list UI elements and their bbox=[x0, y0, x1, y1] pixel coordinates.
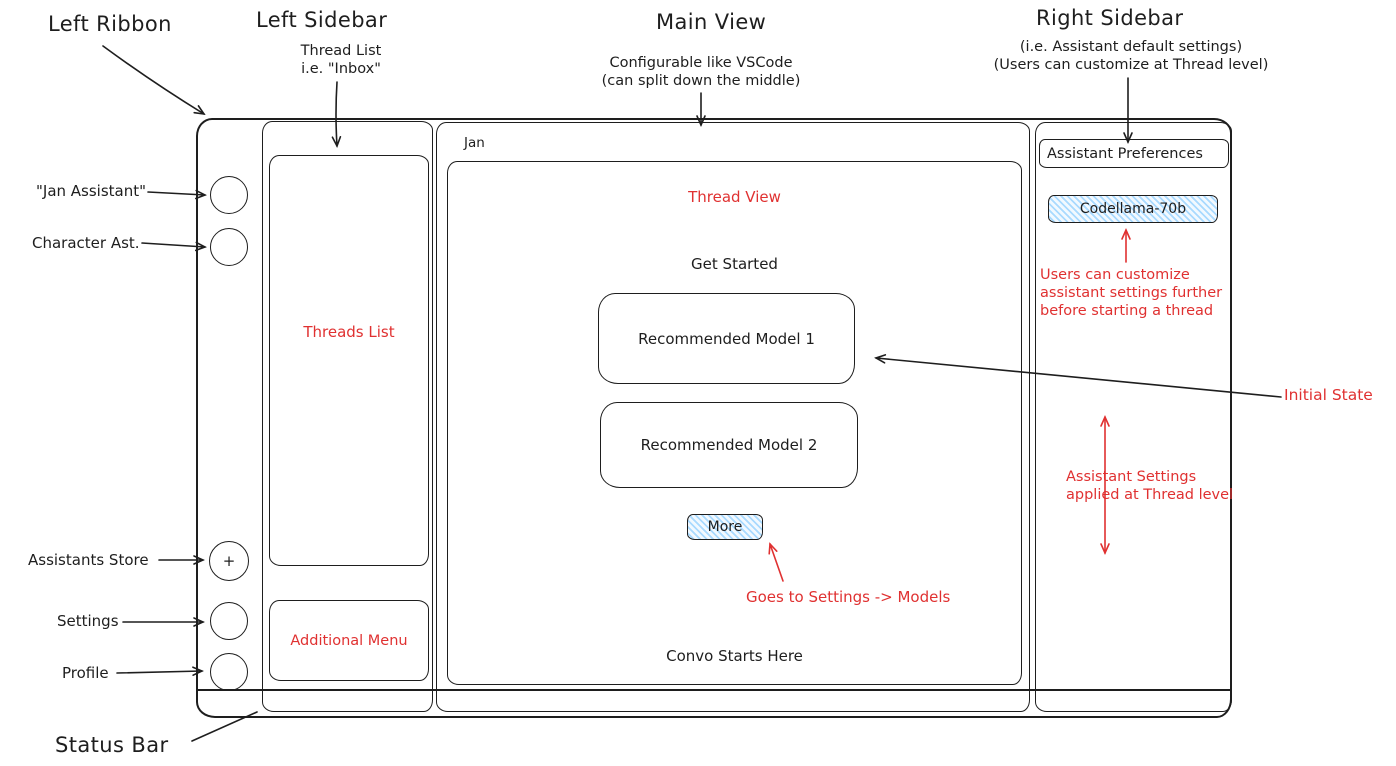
annotation-customize-thread: (Users can customize at Thread level) bbox=[993, 57, 1269, 73]
annotation-default-settings: (i.e. Assistant default settings) bbox=[1019, 39, 1243, 55]
more-button-label: More bbox=[707, 519, 743, 535]
thread-level-note-line1: Assistant Settings bbox=[1066, 469, 1197, 485]
annotation-left-ribbon: Left Ribbon bbox=[48, 12, 172, 36]
convo-starts-label: Convo Starts Here bbox=[666, 647, 803, 665]
ribbon-assistants-store-button[interactable]: + bbox=[209, 541, 249, 581]
status-bar-line bbox=[198, 689, 1230, 691]
annotation-thread-level-note: Assistant Settings applied at Thread lev… bbox=[1066, 468, 1266, 504]
ribbon-character-assistant-button[interactable] bbox=[210, 228, 248, 266]
codellama-model-label: Codellama-70b bbox=[1079, 201, 1187, 217]
annotation-customize-note: Users can customize assistant settings f… bbox=[1040, 266, 1250, 320]
threads-list-label: Threads List bbox=[303, 323, 395, 341]
customize-note-line3: before starting a thread bbox=[1040, 303, 1214, 319]
codellama-model-chip[interactable]: Codellama-70b bbox=[1048, 195, 1218, 223]
plus-icon: + bbox=[222, 552, 236, 570]
recommended-model-2-label: Recommended Model 2 bbox=[640, 436, 818, 454]
get-started-label: Get Started bbox=[691, 255, 778, 273]
assistant-preferences-header: Assistant Preferences bbox=[1039, 139, 1229, 168]
more-button[interactable]: More bbox=[687, 514, 763, 540]
threads-list-panel bbox=[269, 155, 429, 566]
annotation-status-bar: Status Bar bbox=[55, 733, 169, 757]
main-view-panel bbox=[436, 122, 1030, 712]
additional-menu-label: Additional Menu bbox=[290, 632, 408, 649]
annotation-inbox: i.e. "Inbox" bbox=[301, 61, 381, 77]
additional-menu-panel: Additional Menu bbox=[269, 600, 429, 681]
annotation-split: (can split down the middle) bbox=[601, 73, 801, 89]
annotation-initial-state: Initial State bbox=[1284, 386, 1373, 404]
ribbon-jan-assistant-button[interactable] bbox=[210, 176, 248, 214]
annotation-main-view-sub: Configurable like VSCode (can split down… bbox=[583, 54, 819, 90]
annotation-right-sidebar: Right Sidebar bbox=[1036, 6, 1184, 30]
thread-view-panel bbox=[447, 161, 1022, 685]
ribbon-settings-button[interactable] bbox=[210, 602, 248, 640]
annotation-goes-to-settings: Goes to Settings -> Models bbox=[746, 588, 951, 606]
annotation-assistants-store: Assistants Store bbox=[28, 551, 149, 569]
annotation-settings: Settings bbox=[57, 612, 119, 630]
customize-note-line1: Users can customize bbox=[1040, 267, 1190, 283]
window-title: Jan bbox=[464, 135, 485, 151]
annotation-character-ast: Character Ast. bbox=[32, 234, 140, 252]
annotation-profile: Profile bbox=[62, 664, 109, 682]
annotation-right-sidebar-sub: (i.e. Assistant default settings) (Users… bbox=[963, 38, 1299, 74]
thread-level-note-line2: applied at Thread level bbox=[1066, 487, 1234, 503]
right-sidebar-panel bbox=[1035, 122, 1232, 712]
annotation-left-sidebar: Left Sidebar bbox=[256, 8, 388, 32]
annotation-jan-assistant: "Jan Assistant" bbox=[36, 182, 147, 200]
ribbon-profile-button[interactable] bbox=[210, 653, 248, 691]
recommended-model-1-card[interactable]: Recommended Model 1 bbox=[598, 293, 855, 384]
arrow-profile bbox=[116, 666, 204, 677]
recommended-model-2-card[interactable]: Recommended Model 2 bbox=[600, 402, 858, 488]
left-sidebar-panel bbox=[262, 121, 433, 712]
annotation-left-sidebar-sub: Thread List i.e. "Inbox" bbox=[276, 42, 406, 78]
assistant-preferences-label: Assistant Preferences bbox=[1047, 145, 1203, 162]
annotation-main-view: Main View bbox=[656, 10, 767, 34]
customize-note-line2: assistant settings further bbox=[1040, 285, 1223, 301]
thread-view-label: Thread View bbox=[688, 188, 781, 206]
recommended-model-1-label: Recommended Model 1 bbox=[638, 329, 815, 348]
annotation-thread-list: Thread List bbox=[300, 43, 382, 59]
arrow-left-ribbon bbox=[102, 45, 206, 116]
annotation-configurable: Configurable like VSCode bbox=[609, 55, 793, 71]
